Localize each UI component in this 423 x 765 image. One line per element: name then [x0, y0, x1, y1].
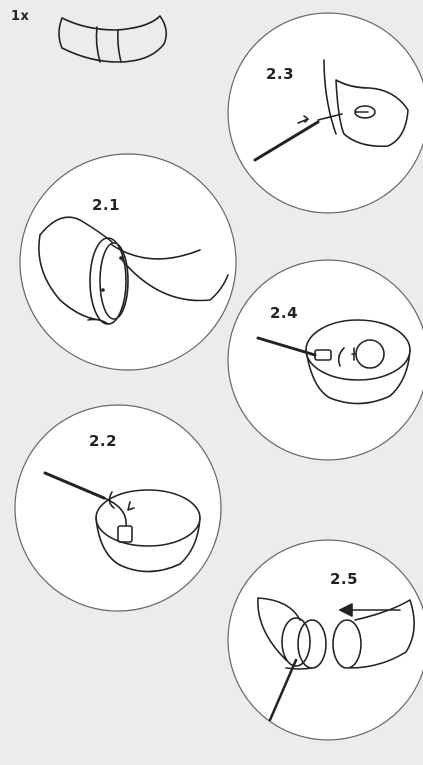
- step-label-2-5: 2.5: [330, 570, 358, 588]
- quantity-label: 1x: [11, 9, 29, 24]
- step-2-5-illustration: [228, 540, 423, 740]
- curved-shade-part-icon: [59, 16, 166, 62]
- step-2-1-illustration: [20, 154, 236, 370]
- step-label-2-2: 2.2: [89, 432, 117, 450]
- step-label-2-3: 2.3: [266, 65, 294, 83]
- step-2-3-illustration: [228, 13, 423, 213]
- step-label-2-4: 2.4: [270, 304, 298, 322]
- step-2-2-illustration: [15, 405, 221, 611]
- step-2-4-illustration: [228, 260, 423, 460]
- step-label-2-1: 2.1: [92, 196, 120, 214]
